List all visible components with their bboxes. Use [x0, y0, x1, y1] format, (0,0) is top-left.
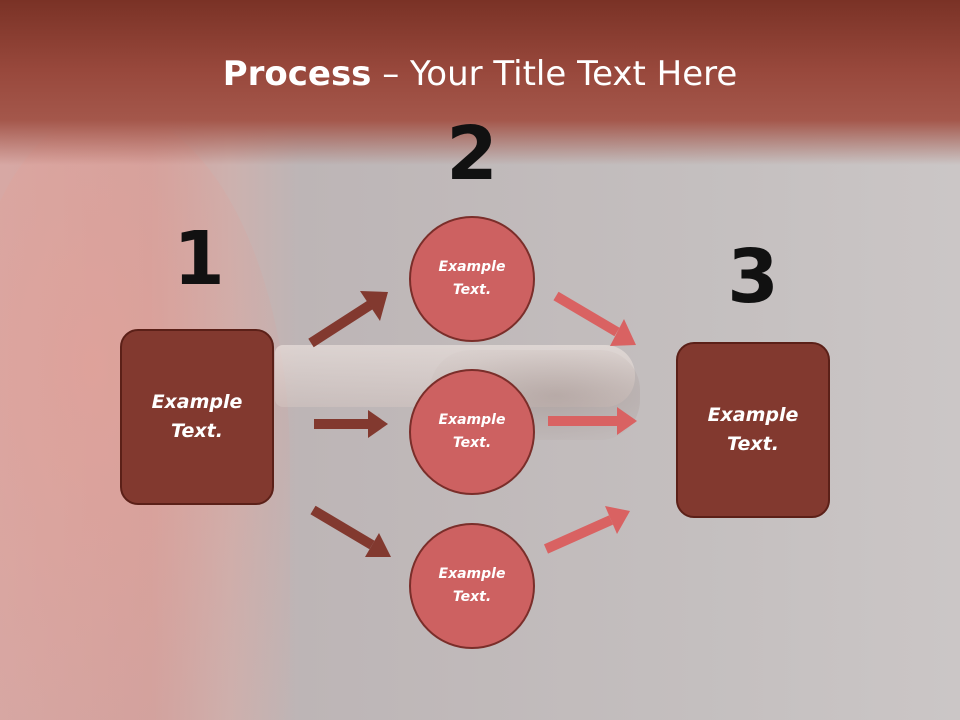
step-number-3: 3 [727, 234, 779, 320]
slide-title: Process – Your Title Text Here [0, 52, 960, 96]
step-2-circle-top: Example Text. [409, 216, 535, 342]
step-3-label: Example Text. [707, 404, 799, 455]
step-number-2: 2 [446, 111, 498, 197]
arrow-1-to-bottom [310, 505, 391, 557]
arrow-1-to-middle [314, 410, 388, 438]
step-1-label: Example Text. [151, 391, 243, 442]
arrow-top-to-3 [553, 291, 636, 346]
step-2-circle-top-label: Example Text. [438, 259, 506, 298]
arrow-1-to-top [308, 291, 388, 348]
step-2-circle-middle: Example Text. [409, 369, 535, 495]
step-number-1: 1 [173, 216, 225, 302]
step-3-box: Example Text. [676, 342, 830, 518]
title-rest: – Your Title Text Here [371, 54, 738, 94]
header-band [0, 0, 960, 165]
step-2-circle-middle-label: Example Text. [438, 412, 506, 451]
arrow-bottom-to-3 [543, 506, 630, 554]
step-2-circle-bottom-label: Example Text. [438, 566, 506, 605]
title-bold: Process [222, 54, 372, 94]
step-1-box: Example Text. [120, 329, 274, 505]
arrow-middle-to-3 [548, 407, 637, 435]
step-2-circle-bottom: Example Text. [409, 523, 535, 649]
